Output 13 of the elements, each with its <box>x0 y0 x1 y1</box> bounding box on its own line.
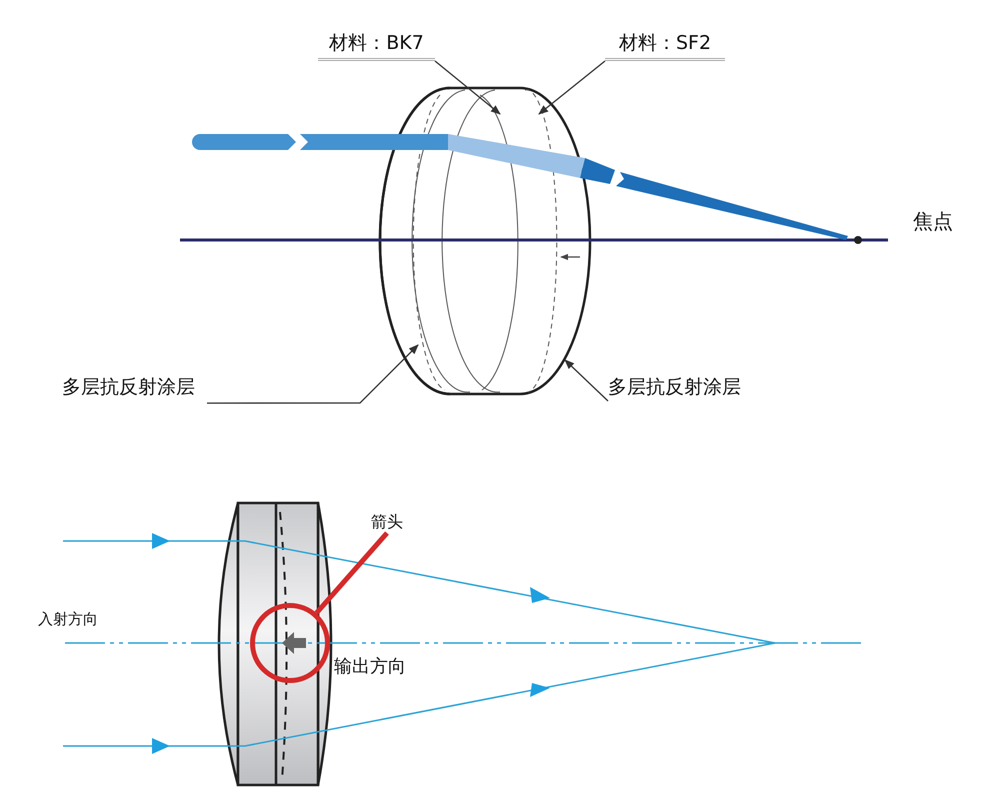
direction-label: 输出方向 <box>334 655 406 678</box>
callout-label: 材料：BK7 <box>318 30 435 61</box>
point-label: 焦点 <box>913 208 953 235</box>
callout-label: 箭头 <box>366 512 408 533</box>
callout-label: 多层抗反射涂层 <box>62 374 207 404</box>
leader-line <box>207 344 419 404</box>
callout-label: 多层抗反射涂层 <box>608 374 748 404</box>
highlight-circle <box>250 603 330 683</box>
leader-line <box>538 60 606 115</box>
callout-label: 材料：SF2 <box>605 30 725 61</box>
leader-line <box>564 359 608 402</box>
leader-line <box>434 60 501 115</box>
direction-label: 入射方向 <box>38 610 98 629</box>
